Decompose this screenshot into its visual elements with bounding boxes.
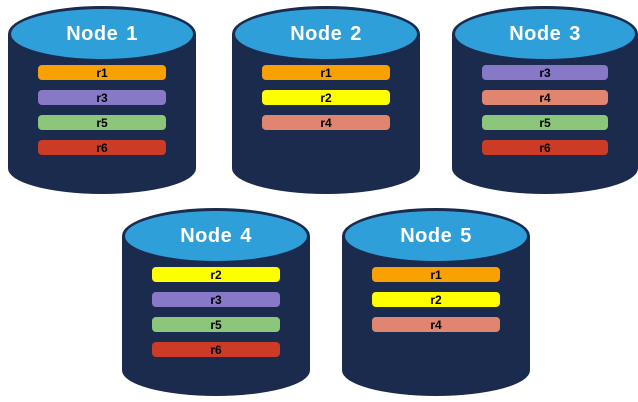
node-label-number: 3 — [569, 22, 581, 45]
node-label-name: Node — [509, 22, 562, 45]
replica-bar-r1[interactable]: r1 — [262, 65, 390, 80]
node-label: Node 1 — [66, 23, 138, 46]
replica-bar-r4[interactable]: r4 — [482, 90, 608, 105]
node-label: Node 2 — [290, 23, 362, 46]
node-label-name: Node — [66, 22, 119, 45]
replica-bar-r3[interactable]: r3 — [38, 90, 166, 105]
replica-bar-r5[interactable]: r5 — [38, 115, 166, 130]
replica-list: r3 r4 r5 r6 — [452, 65, 638, 155]
node-label: Node 5 — [400, 225, 472, 248]
node-label-name: Node — [400, 224, 453, 247]
replica-bar-r3[interactable]: r3 — [152, 292, 280, 307]
replica-bar-r1[interactable]: r1 — [372, 267, 500, 282]
replica-bar-r2[interactable]: r2 — [372, 292, 500, 307]
replica-list: r1 r2 r4 — [232, 65, 420, 130]
node-label-name: Node — [180, 224, 233, 247]
replica-bar-r4[interactable]: r4 — [372, 317, 500, 332]
cylinder-top-ellipse: Node 2 — [232, 6, 420, 62]
replica-bar-r4[interactable]: r4 — [262, 115, 390, 130]
node-label: Node 3 — [509, 23, 581, 46]
replica-bar-r2[interactable]: r2 — [152, 267, 280, 282]
database-node-2[interactable]: Node 2 r1 r2 r4 — [232, 6, 420, 194]
database-node-4[interactable]: Node 4 r2 r3 r5 r6 — [122, 208, 310, 396]
node-label-number: 4 — [240, 224, 252, 247]
replica-bar-r6[interactable]: r6 — [152, 342, 280, 357]
database-node-1[interactable]: Node 1 r1 r3 r5 r6 — [8, 6, 196, 194]
replica-bar-r2[interactable]: r2 — [262, 90, 390, 105]
replica-list: r1 r2 r4 — [342, 267, 530, 332]
database-node-5[interactable]: Node 5 r1 r2 r4 — [342, 208, 530, 396]
cylinder-top-ellipse: Node 5 — [342, 208, 530, 264]
replica-bar-r1[interactable]: r1 — [38, 65, 166, 80]
node-label: Node 4 — [180, 225, 252, 248]
replica-bar-r5[interactable]: r5 — [482, 115, 608, 130]
node-label-number: 1 — [126, 22, 138, 45]
database-node-3[interactable]: Node 3 r3 r4 r5 r6 — [452, 6, 638, 194]
node-label-number: 2 — [350, 22, 362, 45]
replica-bar-r6[interactable]: r6 — [38, 140, 166, 155]
cylinder-top-ellipse: Node 1 — [8, 6, 196, 62]
replica-bar-r6[interactable]: r6 — [482, 140, 608, 155]
node-label-name: Node — [290, 22, 343, 45]
replica-list: r2 r3 r5 r6 — [122, 267, 310, 357]
replica-bar-r5[interactable]: r5 — [152, 317, 280, 332]
replica-list: r1 r3 r5 r6 — [8, 65, 196, 155]
node-label-number: 5 — [460, 224, 472, 247]
cylinder-top-ellipse: Node 3 — [452, 6, 638, 62]
cylinder-top-ellipse: Node 4 — [122, 208, 310, 264]
replica-bar-r3[interactable]: r3 — [482, 65, 608, 80]
